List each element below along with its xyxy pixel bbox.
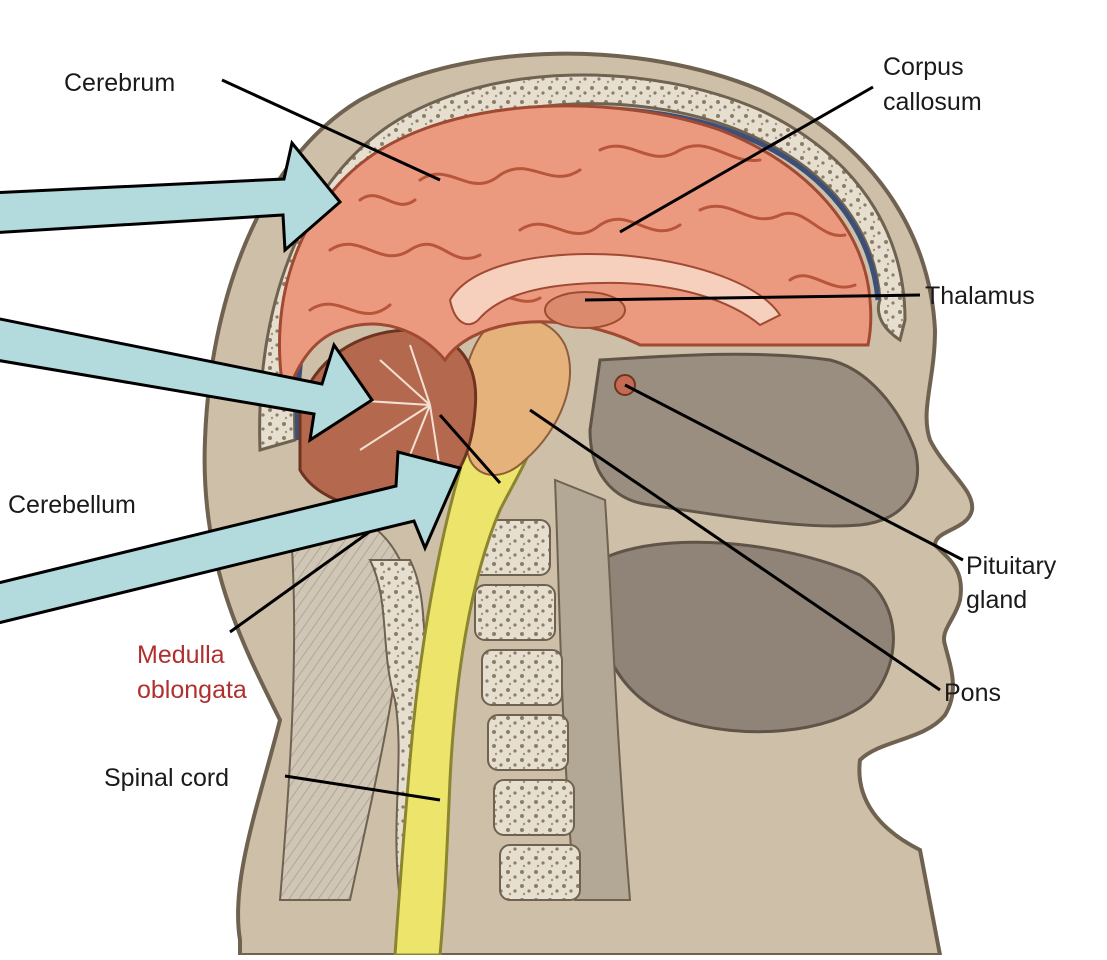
label-pituitary-line2: gland	[966, 586, 1027, 614]
label-medulla-line1: Medulla	[137, 641, 225, 669]
label-corpus-callosum-line1: Corpus	[883, 53, 964, 81]
label-cerebrum: Cerebrum	[64, 69, 175, 97]
arrow-to-cerebrum	[0, 143, 340, 250]
label-pons: Pons	[944, 679, 1001, 707]
label-cerebellum: Cerebellum	[8, 491, 136, 519]
label-corpus-callosum-line2: callosum	[883, 88, 982, 116]
thalamus-shape	[545, 292, 625, 328]
label-medulla-line2: oblongata	[137, 676, 247, 704]
label-pituitary-line1: Pituitary	[966, 552, 1057, 580]
label-thalamus: Thalamus	[925, 282, 1035, 310]
nasal-cavity	[590, 354, 918, 526]
label-spinal-cord: Spinal cord	[104, 764, 229, 792]
